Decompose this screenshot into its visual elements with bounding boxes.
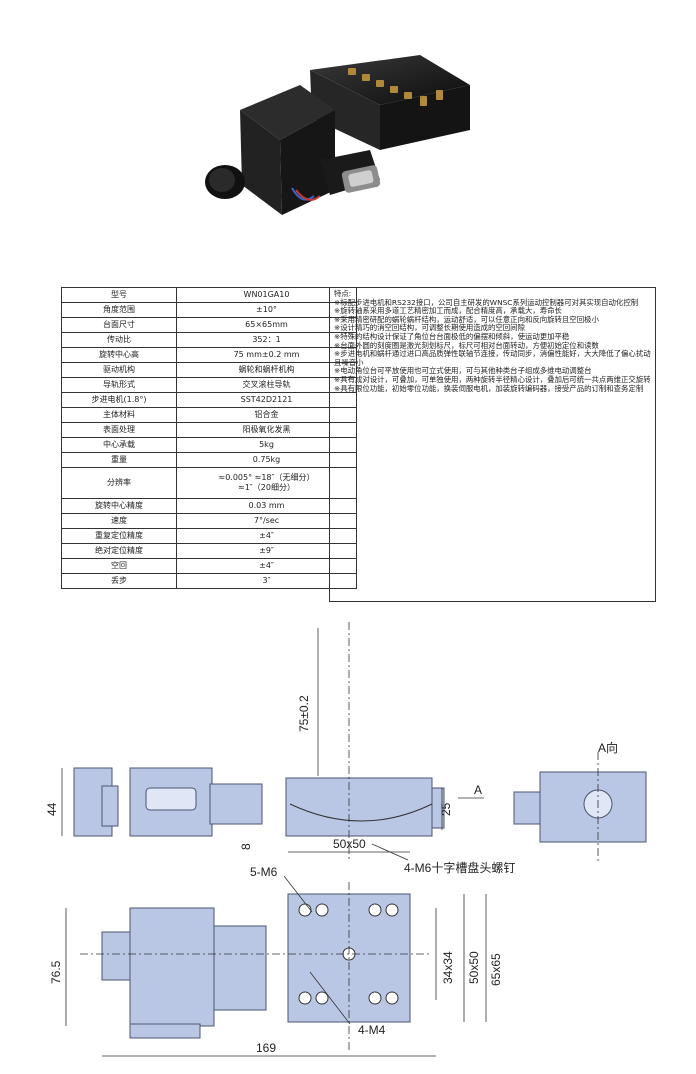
dim-76-5: 76.5 xyxy=(49,960,63,984)
spec-key: 步进电机(1.8°) xyxy=(61,392,177,408)
spec-key: 表面处理 xyxy=(61,422,177,438)
dim-34x34: 34x34 xyxy=(441,951,455,984)
feature-item: ※特殊的结构设计保证了角位台台面极低的偏摆和倾斜，使运动更加平稳 xyxy=(334,331,570,341)
spec-key: 型号 xyxy=(61,287,177,303)
spec-row: 导轨形式交叉滚柱导轨 xyxy=(61,377,357,393)
spec-value: 3″ xyxy=(176,573,357,589)
screw-note: 4-M6十字槽盘头螺钉 xyxy=(404,860,515,875)
features-box: 特点: ※标配步进电机和RS232接口，公司自主研发的WNSC系列运动控制器可对… xyxy=(329,287,656,602)
spec-key: 角度范围 xyxy=(61,302,177,318)
spec-row: 步进电机(1.8°)SST42D2121 xyxy=(61,392,357,408)
feature-item: ※设计精巧的消空回结构，可调整长期使用造成的空回间隙 xyxy=(334,323,525,333)
feature-item: ※具有限位功能，初始零位功能，换装伺服电机，加装旋转编码器，接受产品的订制和查务… xyxy=(334,383,644,393)
side-knob xyxy=(101,785,119,827)
plan-coupling xyxy=(213,925,267,1011)
dim-50x50-vertical: 50x50 xyxy=(467,951,481,984)
dim-65x65: 65x65 xyxy=(489,953,503,986)
feature-item: ※台面外圆的刻度圈是激光刻划标尺，标尺可相对台面转动，方便初始定位和读数 xyxy=(334,340,599,350)
feature-item: ※旋转轴系采用多道工艺精密加工而成，配合精度高，承载大，寿命长 xyxy=(334,306,562,316)
spec-key: 旋转中心精度 xyxy=(61,498,177,514)
spec-key: 分辨率 xyxy=(61,467,177,499)
hole-m6-label: 5-M6 xyxy=(250,865,278,879)
spec-row: 空回±4″ xyxy=(61,558,357,574)
db9-connector xyxy=(145,787,197,811)
spec-key: 主体材料 xyxy=(61,407,177,423)
a-view-knob xyxy=(513,791,541,825)
spec-key: 重量 xyxy=(61,452,177,468)
spec-key: 传动比 xyxy=(61,332,177,348)
spec-key: 丢步 xyxy=(61,573,177,589)
feature-item: ※采用精密研配的蜗轮蜗杆结构，运动舒适，可以任意正向和反向旋转且空回极小 xyxy=(334,314,599,324)
spec-key: 台面尺寸 xyxy=(61,317,177,333)
plan-connector xyxy=(129,1023,201,1039)
features-list: ※标配步进电机和RS232接口，公司自主研发的WNSC系列运动控制器可对其实现自… xyxy=(334,297,651,394)
plan-knob xyxy=(101,931,131,981)
features-title: 特点: xyxy=(334,289,352,298)
side-coupling xyxy=(209,783,263,825)
spec-row: 角度范围±10° xyxy=(61,302,357,318)
feature-item: ※具有成对设计，可叠加，可单独使用，两种旋转半径精心设计，叠加后可统一共点两维正… xyxy=(334,374,651,384)
spec-row: 主体材料铝合金 xyxy=(61,407,357,423)
spec-key: 绝对定位精度 xyxy=(61,543,177,559)
spec-key: 导轨形式 xyxy=(61,377,177,393)
spec-key: 驱动机构 xyxy=(61,362,177,378)
dim-25: 25 xyxy=(439,802,453,816)
hole-m4-label: 4-M4 xyxy=(358,1023,386,1037)
spec-key: 旋转中心高 xyxy=(61,347,177,363)
arrow-a-label: A xyxy=(474,783,482,797)
dim-50x50: 50x50 xyxy=(333,837,366,851)
feature-item: ※标配步进电机和RS232接口，公司自主研发的WNSC系列运动控制器可对其实现自… xyxy=(334,297,639,307)
side-stage-end xyxy=(431,787,445,829)
technical-drawing: A向 A 75±0.2 44 25 8 50x50 4-M6十字槽盘头螺钉 5-… xyxy=(45,622,647,1057)
dim-75: 75±0.2 xyxy=(297,695,311,732)
feature-item: ※步进电机和蜗杆通过进口高品质弹性联轴节连接，传动同步，消偏性能好，大大降低了偏… xyxy=(334,349,651,367)
spec-key: 中心承载 xyxy=(61,437,177,453)
spec-key: 空回 xyxy=(61,558,177,574)
spec-key: 重复定位精度 xyxy=(61,528,177,544)
spec-row: 绝对定位精度±9″ xyxy=(61,543,357,559)
feature-item: ※电动角位台可平放使用也可立式使用，可与其他种类台子组成多维电动调整台 xyxy=(334,366,592,376)
spec-key: 速度 xyxy=(61,513,177,529)
spec-row: 驱动机构蜗轮和蜗杆机构 xyxy=(61,362,357,378)
side-stage-body xyxy=(285,777,433,837)
spec-row: 分辨率≈0.005° ≈18″（无细分） ≈1″（20细分） xyxy=(61,467,357,499)
spec-row: 表面处理阳极氧化发黑 xyxy=(61,422,357,438)
dim-44: 44 xyxy=(45,802,59,816)
product-photo xyxy=(205,55,470,215)
a-view-label: A向 xyxy=(598,740,618,755)
spec-row: 重复定位精度±4″ xyxy=(61,528,357,544)
spec-value: ≈0.005° ≈18″（无细分） ≈1″（20细分） xyxy=(176,467,357,499)
dim-8: 8 xyxy=(239,843,253,850)
plan-motor xyxy=(129,907,215,1027)
dim-169: 169 xyxy=(256,1041,276,1055)
scale-arc xyxy=(289,803,433,822)
